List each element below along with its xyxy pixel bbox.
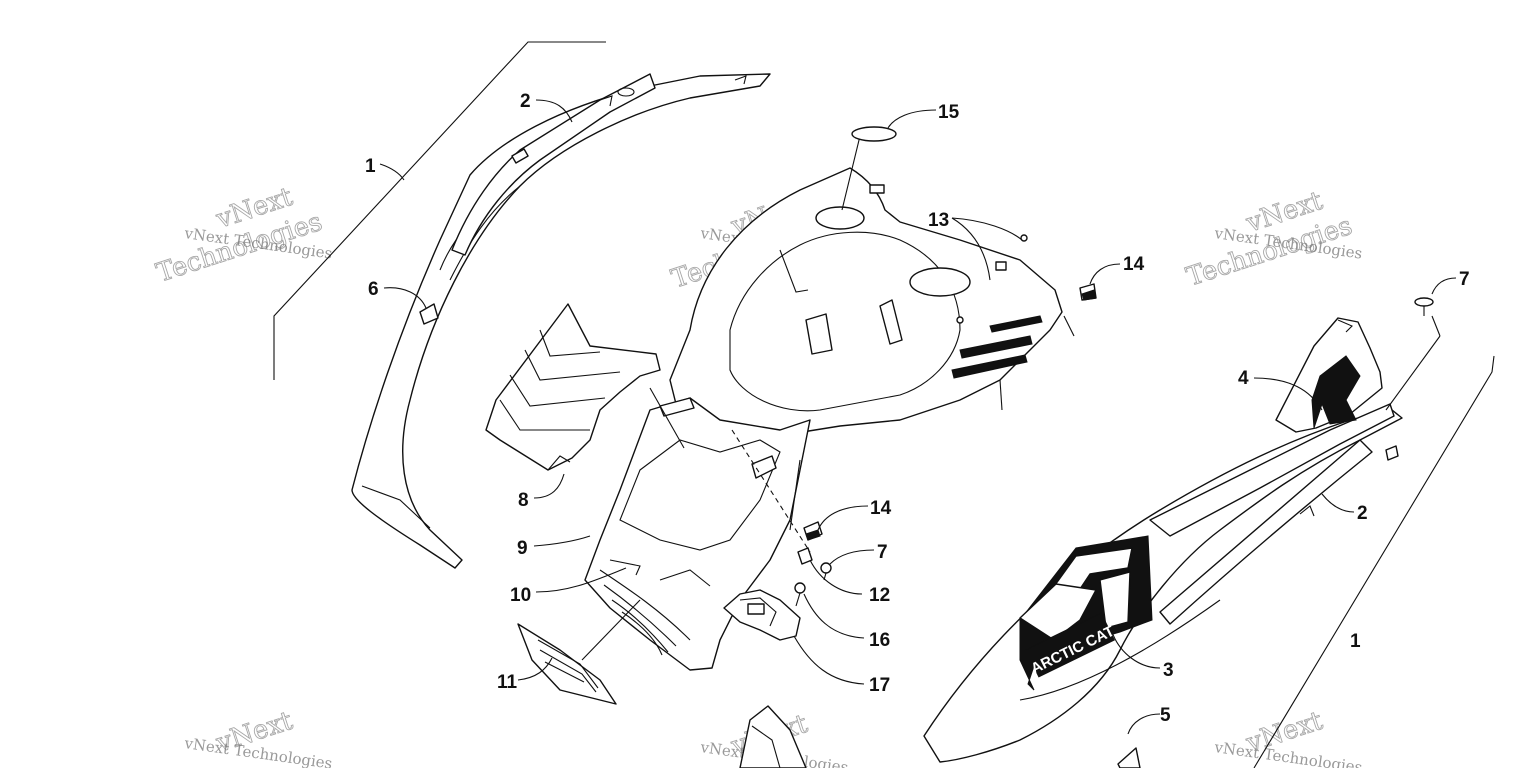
screw-16 bbox=[794, 582, 806, 607]
trim-left-upper bbox=[451, 73, 747, 256]
callout-3: 3 bbox=[1163, 660, 1174, 681]
decal-5-fragment bbox=[1117, 747, 1141, 768]
callout-8: 8 bbox=[518, 490, 529, 511]
headlight-bucket bbox=[485, 303, 661, 471]
callout-10: 10 bbox=[510, 585, 531, 606]
side-panel-left bbox=[351, 73, 771, 569]
callout-15: 15 bbox=[938, 102, 960, 123]
latch-17 bbox=[723, 589, 801, 641]
lens-11 bbox=[517, 623, 617, 705]
logo-decal-3: ARCTIC CAT bbox=[1019, 535, 1153, 691]
screw-7-center bbox=[820, 562, 832, 581]
callout-14-center: 14 bbox=[870, 498, 892, 519]
bracket-right-assembly bbox=[1253, 355, 1495, 768]
rivet-13 bbox=[956, 234, 1028, 324]
nose-cowl bbox=[669, 167, 1063, 441]
callout-13: 13 bbox=[928, 210, 949, 231]
callout-2-left: 2 bbox=[520, 91, 531, 112]
watermark-bottom-left: vNext vNext Technologies bbox=[182, 705, 333, 768]
nose-lower-panel bbox=[584, 397, 811, 671]
callout-17: 17 bbox=[869, 675, 890, 696]
callout-4: 4 bbox=[1238, 368, 1249, 389]
watermark-top-right: vNext Technologies vNext Technologies bbox=[1182, 185, 1363, 293]
plug-15 bbox=[851, 126, 897, 142]
side-decal-4 bbox=[1275, 317, 1383, 433]
bracket-left-assembly bbox=[273, 41, 606, 380]
trim-right bbox=[1149, 403, 1395, 625]
part-fragment-bottom-center bbox=[739, 705, 807, 768]
callout-11: 11 bbox=[497, 672, 518, 693]
callout-12: 12 bbox=[869, 585, 890, 606]
watermark-bottom-right: vNext vNext Technologies bbox=[1212, 705, 1363, 768]
callout-1-left: 1 bbox=[365, 156, 376, 177]
callout-5: 5 bbox=[1160, 705, 1171, 726]
callout-16: 16 bbox=[869, 630, 890, 651]
nut-12 bbox=[797, 547, 813, 565]
callout-9: 9 bbox=[517, 538, 528, 559]
callout-14-right: 14 bbox=[1123, 254, 1145, 275]
callout-1-right: 1 bbox=[1350, 631, 1361, 652]
callout-6: 6 bbox=[368, 279, 379, 300]
clip-6 bbox=[419, 303, 439, 325]
clip-14-center bbox=[803, 521, 823, 541]
clip-14-right bbox=[1079, 283, 1097, 301]
callout-2-right: 2 bbox=[1357, 503, 1368, 524]
callout-7-right: 7 bbox=[1459, 269, 1470, 290]
clip-7-right bbox=[1385, 297, 1441, 461]
watermark-top-left: vNext Technologies vNext Technologies bbox=[152, 181, 333, 289]
callout-7-center: 7 bbox=[877, 542, 888, 563]
